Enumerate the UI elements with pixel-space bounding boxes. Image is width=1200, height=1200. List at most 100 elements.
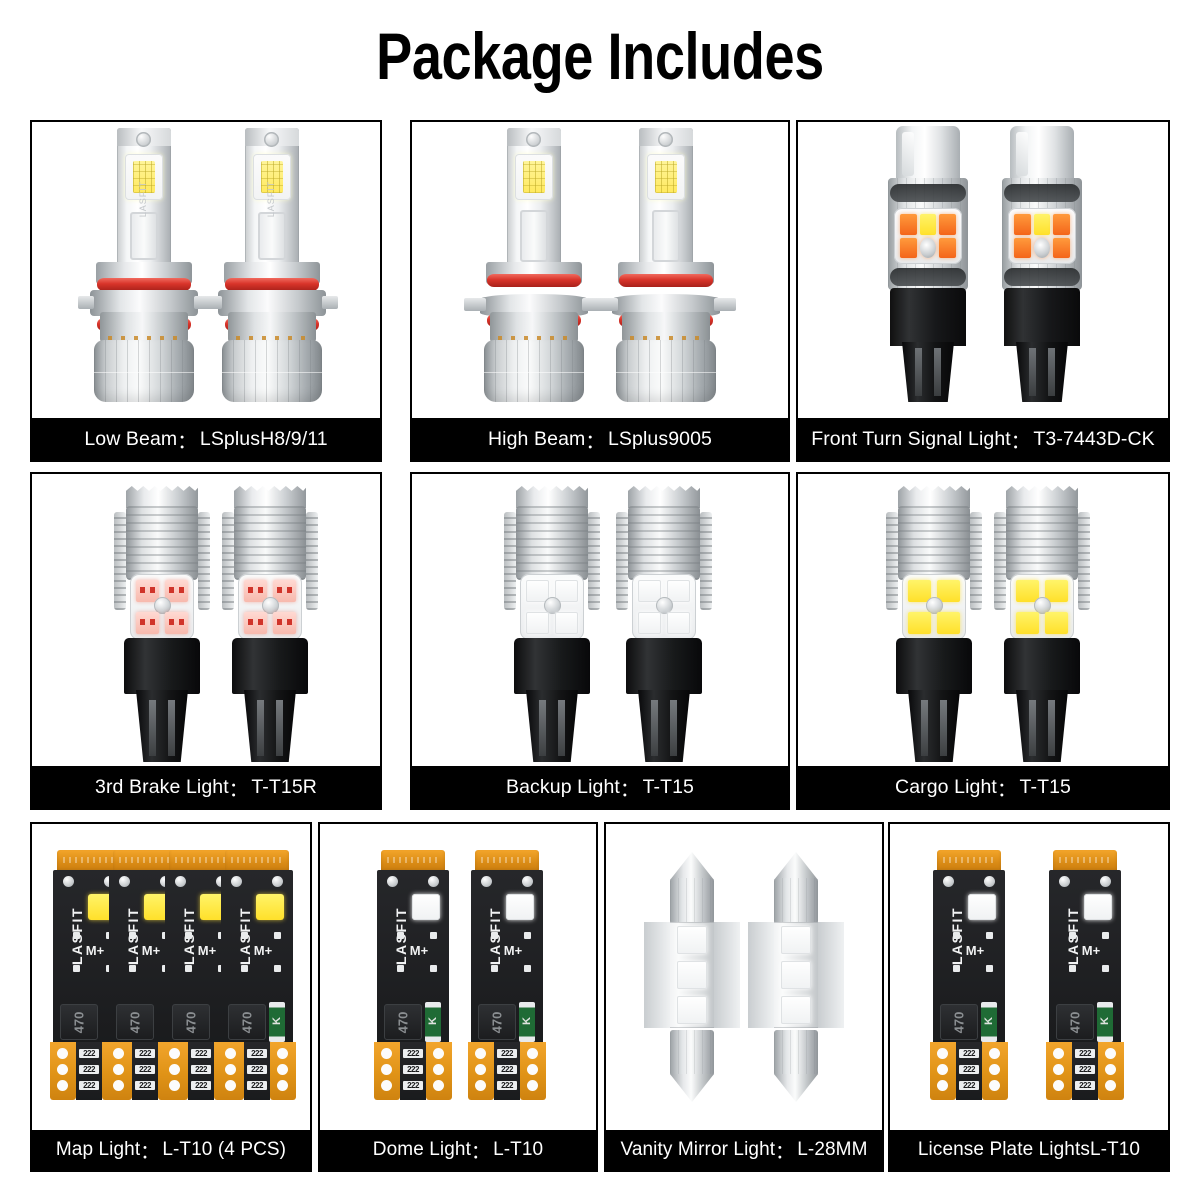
resistor-label: 222 [959,1049,979,1058]
vent-slot-top [1004,184,1080,202]
led-chip [677,961,707,989]
bulb-slot [130,212,158,260]
lens-icon [656,597,673,614]
inductor: 470 [384,1004,422,1040]
contact-right [270,1042,296,1100]
lens-icon [544,597,561,614]
vent-slot-bottom [890,268,966,286]
diode-component [519,1002,535,1042]
product-label-dome-light: Dome Light：L-T10 [320,1130,596,1170]
product-name: High Beam [488,427,586,450]
heatsink [222,340,322,402]
bulb-pair [412,122,788,418]
product-cell-map-light: LASFIT M+ 470 222 222 222 [30,822,312,1172]
inductor-label: 470 [71,1011,87,1033]
resistor-label: 222 [1075,1049,1095,1058]
led-array-white [520,574,584,640]
resistor-strip: 222 222 222 [956,1042,982,1100]
vent-slot-bottom [1004,268,1080,286]
side-fin-left [616,512,628,610]
resistor-label: 222 [135,1049,155,1058]
polarity-label: M+ [503,943,523,958]
festoon-tip-bottom [670,1074,714,1102]
polarity-label: M+ [197,943,217,958]
contact-right [520,1042,546,1100]
crown-heatsink [898,486,970,508]
contact-left [930,1042,956,1100]
t15-bulb [222,482,318,762]
headlight-bulb: LASFIT [206,122,338,402]
led-chip [939,237,956,258]
resistor-label: 222 [497,1081,517,1090]
product-name: Dome Light [372,1139,471,1160]
diode-component [269,1002,285,1042]
wedge-stem [244,690,296,762]
side-fin-right [198,512,210,610]
side-fin-right [588,512,600,610]
pcb-board: LASFIT M+ 470 [221,870,293,1046]
lens-icon [1034,597,1051,614]
polarity-label: M+ [253,943,273,958]
headlight-bulb: LASFIT [78,122,210,402]
contact-left [50,1042,76,1100]
led-emitter [256,894,284,920]
wedge-stem [1016,342,1068,402]
t10-pcb-card: LASFIT M+ 470 222 222 222 [930,850,1008,1100]
heatsink [616,340,716,402]
led-array-white [781,926,811,1024]
led-chip-yellow [1033,214,1051,235]
pcb-board: LASFIT M+ 470 [377,870,449,1046]
pcb-board: LASFIT M+ 470 [1049,870,1121,1046]
led-chip [908,612,931,634]
polarity-label: M+ [965,943,985,958]
side-fin-left [114,512,126,610]
gold-cap [225,850,289,872]
rivet-icon [1100,876,1111,887]
polarity-pads: M+ [951,932,999,972]
rivet-icon [984,876,995,887]
t10-pcb-card: LASFIT M+ 470 222 222 222 [468,850,546,1100]
flange-tab-left [78,296,94,309]
inductor: 470 [172,1004,210,1040]
product-image-front-turn-signal [798,122,1168,418]
flange-tab-left [596,298,618,311]
led-chip-yellow [919,214,937,235]
polarity-label: M+ [1081,943,1101,958]
crown-heatsink [516,486,588,508]
product-label-third-brake: 3rd Brake Light：T-T15R [32,766,380,808]
pcb-board: LASFIT M+ 470 [471,870,543,1046]
led-chip [515,154,553,200]
product-label-front-turn-signal: Front Turn Signal Light：T3-7443D-CK [798,418,1168,460]
inductor: 470 [60,1004,98,1040]
barrel-strip-right [714,922,740,1028]
side-fin-right [306,512,318,610]
product-cell-low-beam: LASFIT LASFIT [30,120,382,462]
rivet-icon [481,876,492,887]
product-name: Low Beam [84,427,178,450]
led-chip [1016,612,1039,634]
bulb-slot [652,210,680,262]
inductor-label: 470 [239,1011,255,1033]
product-image-license-plate: LASFIT M+ 470 222 222 222 [890,824,1168,1130]
inductor-label: 470 [951,1011,967,1033]
resistor-label: 222 [135,1065,155,1074]
rivet-icon [231,876,242,887]
polarity-pads: M+ [1067,932,1115,972]
product-label-cargo: Cargo Light：T-T15 [798,766,1168,808]
led-array-amber [894,208,962,264]
wedge-base [626,638,702,694]
product-model: LSplusH8/9/11 [199,427,328,450]
wedge-stem [1016,690,1068,762]
heatsink [1006,506,1078,580]
product-cell-backup: Backup Light：T-T15 [410,472,790,810]
flange-tab-right [322,296,338,309]
resistor-label: 222 [79,1065,99,1074]
product-image-cargo [798,474,1168,766]
led-chip [253,154,291,200]
heatsink [126,506,198,580]
rivet-icon [272,876,283,887]
side-fin-right [970,512,982,610]
led-chip [900,237,917,258]
bulb-slot [520,210,548,262]
